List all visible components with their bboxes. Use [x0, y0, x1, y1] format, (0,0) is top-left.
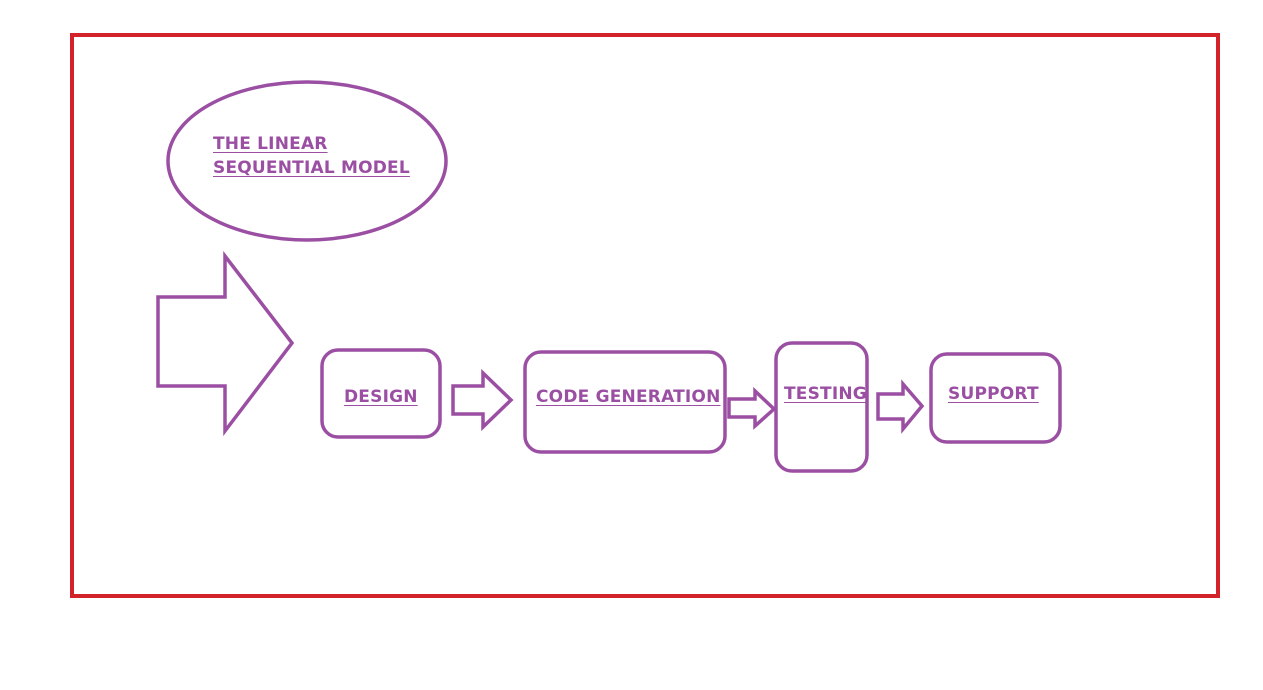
testing-label: TESTING	[784, 384, 867, 404]
diagram-title: THE LINEAR SEQUENTIAL MODEL	[213, 132, 413, 180]
arrow-code-to-testing	[727, 386, 777, 430]
title-ellipse	[166, 80, 448, 242]
diagram-title-line1: THE LINEAR	[213, 134, 328, 154]
support-label: SUPPORT	[948, 384, 1039, 404]
code-generation-label: CODE GENERATION	[536, 387, 721, 407]
start-arrow	[156, 250, 295, 437]
support-box	[929, 352, 1062, 444]
testing-box	[774, 341, 869, 473]
design-box	[320, 348, 442, 439]
design-label: DESIGN	[344, 387, 418, 407]
diagram-frame	[70, 33, 1220, 598]
arrow-design-to-code	[451, 368, 514, 432]
code-generation-box	[523, 350, 727, 454]
arrow-testing-to-support	[876, 379, 925, 434]
diagram-title-line2: SEQUENTIAL MODEL	[213, 158, 410, 178]
